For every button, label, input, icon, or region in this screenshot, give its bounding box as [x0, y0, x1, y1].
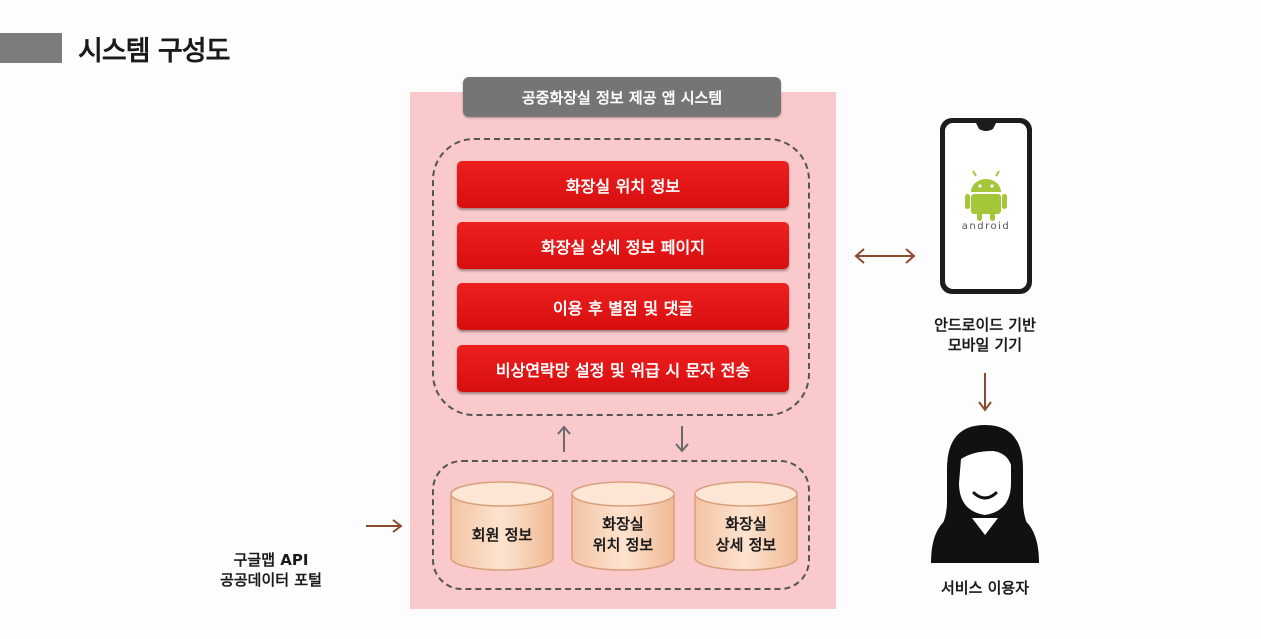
down-arrow-icon [978, 373, 992, 412]
external-source-label: 구글맵 API 공공데이터 포털 [196, 550, 346, 590]
external-source-line2: 공공데이터 포털 [220, 571, 322, 589]
database-toilet-detail: 화장실 상세 정보 [693, 480, 799, 572]
down-arrow-icon [675, 426, 689, 453]
feature-detail-page: 화장실 상세 정보 페이지 [457, 222, 789, 269]
feature-group-border [432, 138, 810, 416]
user-label: 서비스 이용자 [940, 579, 1030, 597]
smartphone-icon: android [940, 118, 1032, 294]
database-group-border [432, 460, 810, 590]
right-arrow-icon [366, 519, 403, 533]
system-label: 공중화장실 정보 제공 앱 시스템 [463, 77, 781, 117]
bidirectional-arrow-icon [854, 248, 916, 264]
person-icon [931, 425, 1039, 563]
external-source-line1: 구글맵 API [233, 551, 309, 569]
database-label: 화장실 상세 정보 [715, 515, 777, 554]
database-label: 회원 정보 [471, 525, 533, 544]
up-arrow-icon [557, 425, 571, 452]
title-accent-bar [0, 33, 62, 63]
device-line1: 안드로이드 기반 [934, 316, 1036, 334]
database-cylinder-icon [571, 481, 675, 571]
feature-rating-comment: 이용 후 별점 및 댓글 [457, 283, 789, 330]
database-member-info: 회원 정보 [449, 480, 555, 572]
database-cylinder-icon [450, 481, 554, 571]
page-title: 시스템 구성도 [78, 36, 230, 67]
device-label: 안드로이드 기반 모바일 기기 [905, 315, 1065, 355]
android-robot-icon [965, 170, 1007, 221]
android-logo-text: android [962, 221, 1010, 232]
database-cylinder-icon [694, 481, 798, 571]
feature-emergency-sms: 비상연락망 설정 및 위급 시 문자 전송 [457, 345, 789, 392]
feature-location-info: 화장실 위치 정보 [457, 161, 789, 208]
device-line2: 모바일 기기 [947, 336, 1023, 354]
database-toilet-location: 화장실 위치 정보 [570, 480, 676, 572]
database-label: 화장실 위치 정보 [592, 515, 654, 554]
